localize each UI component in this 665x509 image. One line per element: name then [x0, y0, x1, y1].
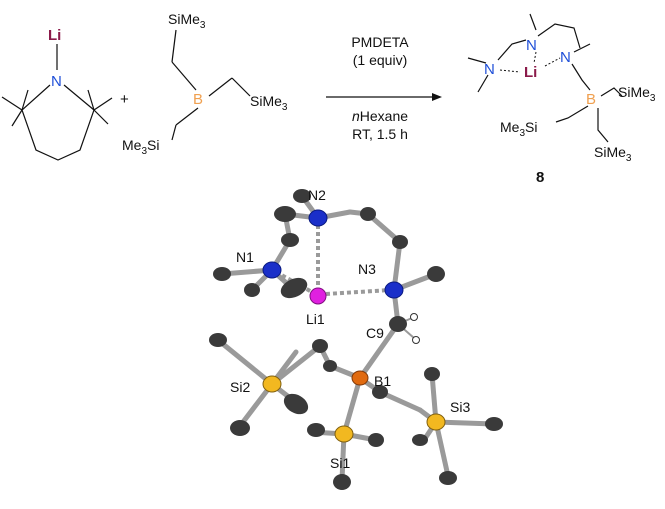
crystal-atom-si2 [262, 375, 282, 393]
product-n-mid: N [526, 37, 537, 54]
crystal-bonds [215, 193, 497, 483]
reactant1-li-label: Li [48, 27, 61, 44]
product-n-right: N [560, 49, 571, 66]
crystal-label-si2: Si2 [230, 379, 250, 395]
condition-equiv: (1 equiv) [353, 52, 407, 68]
crystal-atom-b1 [351, 370, 369, 386]
crystal-label-b1: B1 [374, 373, 391, 389]
crystal-atom-n2 [308, 209, 328, 227]
product-number: 8 [536, 169, 544, 186]
crystal-atom-si3 [426, 413, 446, 431]
product-sime3-b: SiMe3 [594, 144, 632, 164]
crystal-atom-n3 [384, 281, 404, 299]
plus-sign: + [120, 91, 129, 108]
condition-solvent: nHexane [352, 108, 408, 124]
product-sime3-a: SiMe3 [618, 84, 656, 104]
crystal-label-n2: N2 [308, 187, 326, 203]
product-8-structure: N N Li N B SiMe3 Me3Si SiMe3 8 [467, 13, 656, 186]
crystal-label-n1: N1 [236, 249, 254, 265]
condition-reagent: PMDETA [351, 34, 409, 50]
reactant2-sime3-top: SiMe3 [168, 11, 206, 31]
product-me3si: Me3Si [500, 119, 537, 139]
reactant2-sime3-right: SiMe3 [250, 93, 288, 113]
crystal-atom-si1 [334, 425, 354, 443]
crystal-li-coordination [275, 218, 391, 296]
crystal-carbon-atoms [209, 189, 503, 490]
crystal-structure-ortep: N2 N1 N3 Li1 C9 B1 Si2 Si1 Si3 [209, 187, 503, 490]
crystal-atom-n1 [262, 261, 282, 279]
crystal-label-si3: Si3 [450, 399, 470, 415]
reactant2-b-label: B [193, 91, 203, 108]
reactant1-n-label: N [51, 73, 62, 90]
crystal-label-li1: Li1 [306, 311, 325, 327]
product-n-left: N [484, 61, 495, 78]
reactant2-me3si-left: Me3Si [122, 137, 159, 157]
condition-temp-time: RT, 1.5 h [352, 126, 408, 142]
product-li: Li [524, 64, 537, 81]
crystal-atom-li1 [309, 287, 327, 305]
crystal-label-n3: N3 [358, 261, 376, 277]
reaction-arrow-group: PMDETA (1 equiv) nHexane RT, 1.5 h [326, 34, 442, 142]
product-b: B [586, 91, 596, 108]
reactant-trialkylborane: SiMe3 B SiMe3 Me3Si [122, 11, 288, 157]
reactant-lithium-amide: Li N [1, 27, 113, 161]
arrow-head-icon [432, 93, 442, 101]
crystal-label-si1: Si1 [330, 455, 350, 471]
crystal-label-c9: C9 [366, 325, 384, 341]
